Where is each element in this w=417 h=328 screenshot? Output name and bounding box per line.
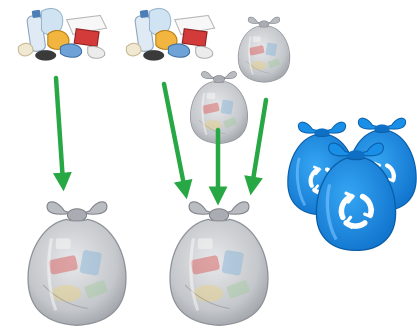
recycling-bags-group-icon — [288, 118, 416, 250]
down-arrow-icon — [164, 84, 185, 190]
large-trash-bag-icon — [170, 202, 268, 325]
loose-waste-pile-icon — [18, 8, 106, 60]
loose-waste-pile-icon — [126, 8, 214, 60]
small-trash-bag-icon — [238, 17, 290, 82]
down-arrow-icon — [56, 78, 63, 182]
down-arrow-icon — [252, 100, 266, 186]
large-trash-bag-icon — [28, 202, 126, 325]
